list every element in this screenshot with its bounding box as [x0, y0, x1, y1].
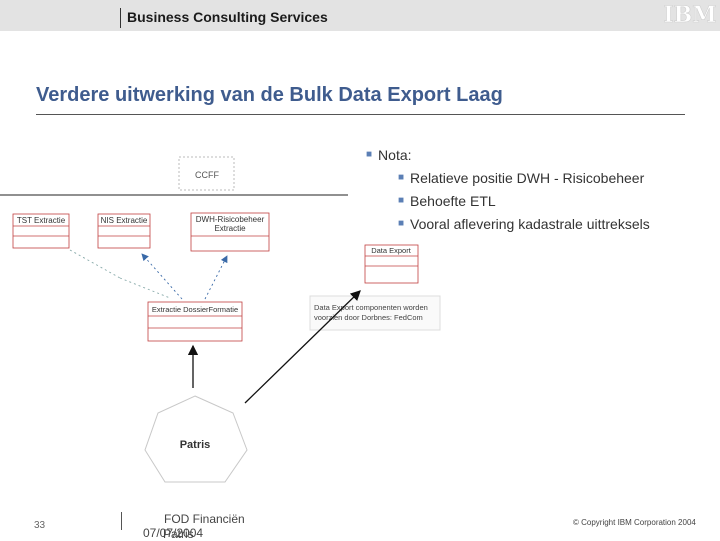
- header-bar: Business Consulting Services IBM: [0, 0, 720, 31]
- fedcom-note: Data Export componenten worden voorzien …: [309, 295, 441, 331]
- company-name: Business Consulting Services: [127, 9, 328, 25]
- list-item: ■ Behoefte ETL: [398, 192, 496, 209]
- footer-organization: FOD Financiën: [164, 512, 245, 526]
- svg-text:Data Export: Data Export: [371, 246, 412, 255]
- svg-text:voorzien door Dorbnes: FedCom: voorzien door Dorbnes: FedCom: [314, 313, 423, 322]
- slide-title: Verdere uitwerking van de Bulk Data Expo…: [36, 84, 503, 106]
- notes-list: ■ Nota: ■ Relatieve positie DWH - Risico…: [366, 143, 706, 235]
- list-item: ■ Relatieve positie DWH - Risicobeheer: [398, 169, 645, 186]
- dwh-extractie-box: DWH-Risicobeheer Extractie: [190, 212, 270, 252]
- title-underline: [36, 114, 685, 115]
- dep-line-nis: [141, 253, 183, 300]
- dossierformatie-box: Extractie DossierFormatie: [147, 301, 243, 342]
- svg-text:Extractie: Extractie: [214, 224, 246, 233]
- dep-line-tst-2: [119, 277, 171, 299]
- footer-separator: [121, 512, 122, 530]
- svg-text:IBM: IBM: [664, 2, 716, 26]
- architecture-diagram: CCFF TST Extractie NIS Extractie DWH-Ris…: [0, 156, 441, 483]
- arrow-to-data-export: [244, 290, 361, 404]
- notes-heading: Nota:: [378, 146, 412, 163]
- notes-heading-row: ■ Nota:: [366, 143, 706, 166]
- dep-line-tst: [69, 249, 121, 279]
- patris-node: Patris: [144, 395, 248, 483]
- svg-text:Extractie DossierFormatie: Extractie DossierFormatie: [152, 305, 238, 314]
- svg-text:CCFF: CCFF: [195, 170, 219, 180]
- svg-text:Data Export componenten worden: Data Export componenten worden: [314, 303, 428, 312]
- ibm-logo: IBM: [664, 2, 716, 26]
- copyright-text: © Copyright IBM Corporation 2004: [573, 518, 696, 527]
- footer-date: 07/07/2004: [143, 526, 204, 540]
- page-number: 33: [34, 520, 46, 531]
- header-separator: [120, 8, 121, 28]
- footer-overlap-text: Patris: [163, 527, 194, 541]
- svg-text:TST Extractie: TST Extractie: [17, 216, 66, 225]
- nis-extractie-box: NIS Extractie: [97, 213, 151, 249]
- dep-line-dwh: [204, 255, 228, 300]
- bullet-icon: ■: [398, 172, 405, 183]
- data-export-box: Data Export: [364, 244, 419, 284]
- bullet-icon: ■: [366, 149, 373, 160]
- list-item: ■ Vooral aflevering kadastrale uittrekse…: [398, 215, 650, 232]
- bullet-icon: ■: [398, 218, 405, 229]
- ccff-box: CCFF: [178, 156, 235, 191]
- svg-text:NIS Extractie: NIS Extractie: [101, 216, 148, 225]
- tst-extractie-box: TST Extractie: [12, 213, 70, 249]
- svg-text:Patris: Patris: [180, 439, 211, 451]
- bullet-icon: ■: [398, 195, 405, 206]
- svg-text:DWH-Risicobeheer: DWH-Risicobeheer: [196, 215, 265, 224]
